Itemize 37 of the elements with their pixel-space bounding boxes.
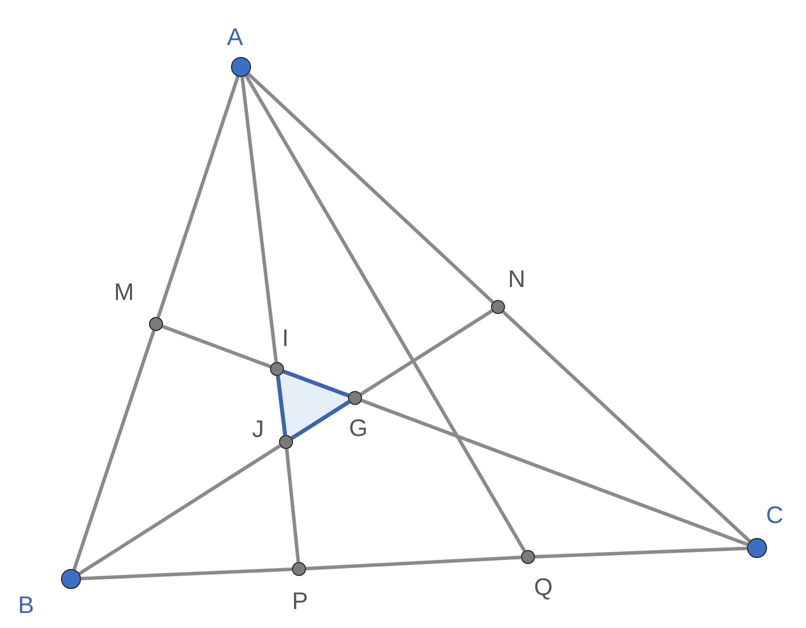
point-marker <box>491 300 505 314</box>
point-marker <box>521 550 535 564</box>
point-label: M <box>114 281 134 305</box>
line-segment <box>306 556 522 570</box>
point-label: J <box>252 418 264 442</box>
line-segment <box>360 398 748 546</box>
point-marker <box>348 391 362 405</box>
line-segment <box>282 370 350 398</box>
point-label: N <box>508 268 526 292</box>
point-label: P <box>292 590 308 614</box>
point-marker <box>61 569 81 589</box>
point-marker <box>292 562 306 576</box>
line-segment <box>247 72 494 304</box>
point-label: G <box>349 417 368 441</box>
point-marker <box>149 317 163 331</box>
line-segment <box>534 546 748 558</box>
point-label: B <box>18 594 34 618</box>
line-segment <box>276 376 288 436</box>
point-label: C <box>766 504 784 528</box>
line-segment <box>244 74 526 552</box>
line-segment <box>72 330 156 570</box>
point-label: I <box>282 327 289 351</box>
point-marker <box>270 362 284 376</box>
point-marker <box>231 57 251 77</box>
line-segment <box>156 76 240 318</box>
line-segment <box>162 324 272 368</box>
point-marker <box>279 435 293 449</box>
line-segment <box>78 444 282 576</box>
point-label: Q <box>534 576 553 600</box>
line-segment <box>502 310 751 542</box>
line-segment <box>80 568 292 580</box>
point-marker <box>747 538 767 558</box>
line-segment <box>290 400 350 440</box>
point-label: A <box>227 26 244 50</box>
line-segment <box>284 448 300 562</box>
line-segment <box>360 309 494 396</box>
line-segment <box>240 76 278 362</box>
